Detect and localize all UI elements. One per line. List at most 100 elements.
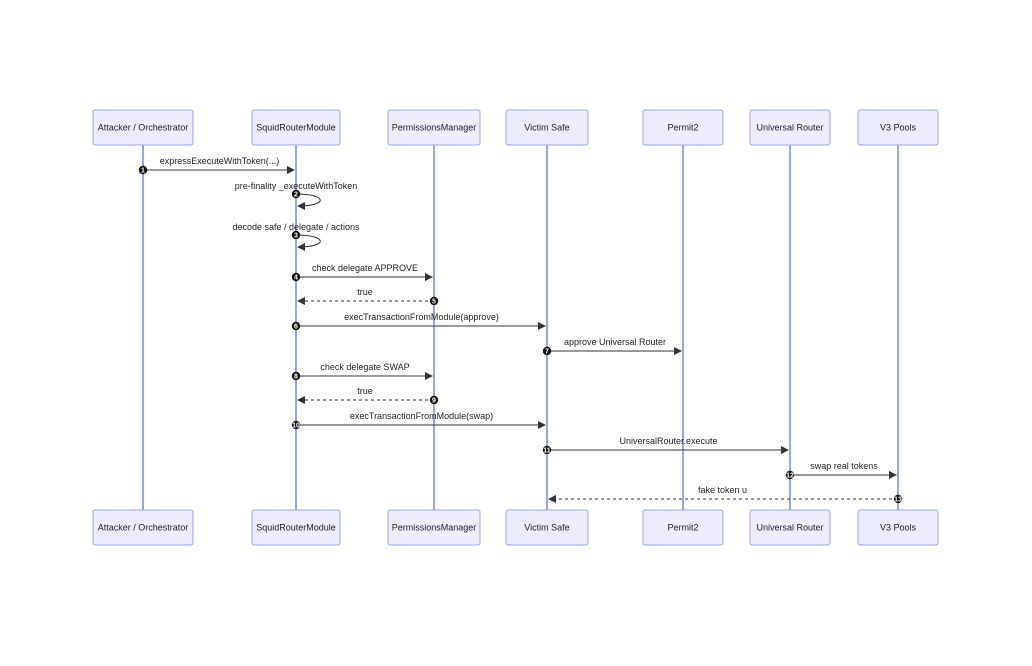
message-arrow — [295, 193, 321, 210]
actor-box — [857, 109, 939, 146]
sequence-number: 8 — [294, 374, 298, 381]
actor-box — [749, 109, 831, 146]
sequence-number-badge — [291, 321, 301, 331]
message-label: swap real tokens — [810, 461, 878, 471]
actor-label: Attacker / Orchestrator — [98, 523, 189, 533]
actor-attacker-bottom: Attacker / Orchestrator — [92, 509, 194, 546]
actor-box — [251, 509, 341, 546]
message-label: execTransactionFromModule(swap) — [350, 411, 493, 421]
actor-label: Victim Safe — [524, 523, 569, 533]
actor-pools-bottom: V3 Pools — [857, 509, 939, 546]
sequence-number: 1 — [141, 168, 145, 175]
actor-safe-top: Victim Safe — [505, 109, 589, 146]
message-label: check delegate SWAP — [320, 362, 409, 372]
actors-bottom: Attacker / Orchestrator SquidRouterModule… — [92, 509, 939, 546]
actor-label: V3 Pools — [880, 523, 917, 533]
sequence-number-badge — [291, 230, 301, 240]
message-1: expressExecuteWithToken(...) 1 — [138, 156, 295, 175]
message-13: fake token u 13 — [548, 485, 903, 504]
message-9: true 9 — [297, 386, 439, 405]
actor-label: SquidRouterModule — [256, 523, 336, 533]
sequence-number-badge — [291, 189, 301, 199]
actor-squid-top: SquidRouterModule — [251, 109, 341, 146]
message-label: expressExecuteWithToken(...) — [160, 156, 280, 166]
sequence-number-badge — [893, 494, 903, 504]
message-label: check delegate APPROVE — [312, 263, 418, 273]
sequence-number: 9 — [432, 398, 436, 405]
message-8: check delegate SWAP 8 — [291, 362, 433, 381]
actor-box — [92, 109, 194, 146]
lifelines — [142, 145, 899, 510]
actor-safe-bottom: Victim Safe — [505, 509, 589, 546]
sequence-number: 12 — [786, 473, 794, 480]
sequence-number: 10 — [292, 423, 300, 430]
actor-box — [92, 509, 194, 546]
sequence-number: 5 — [432, 299, 436, 306]
actor-permit2-bottom: Permit2 — [642, 509, 724, 546]
sequence-number-badge — [291, 272, 301, 282]
message-label: decode safe / delegate / actions — [232, 222, 360, 232]
sequence-number: 13 — [894, 497, 902, 504]
messages: expressExecuteWithToken(...) 1 pre-finalit… — [138, 156, 903, 504]
sequence-number-badge — [138, 165, 148, 175]
message-5: true 5 — [297, 287, 439, 306]
sequence-number-badge — [429, 296, 439, 306]
sequence-number-badge — [291, 420, 301, 430]
actor-label: Universal Router — [756, 523, 823, 533]
message-6: execTransactionFromModule(approve) 6 — [291, 312, 546, 331]
actor-box — [387, 509, 481, 546]
actor-permit2-top: Permit2 — [642, 109, 724, 146]
actor-label: Permit2 — [667, 123, 698, 133]
message-12: swap real tokens 12 — [785, 461, 897, 480]
actor-box — [251, 109, 341, 146]
actors-top: Attacker / Orchestrator SquidRouterModule… — [92, 109, 939, 146]
actor-squid-bottom: SquidRouterModule — [251, 509, 341, 546]
sequence-number: 11 — [543, 448, 551, 455]
actor-box — [387, 109, 481, 146]
actor-pools-top: V3 Pools — [857, 109, 939, 146]
sequence-number: 2 — [294, 192, 298, 199]
message-11: UniversalRouter.execute 11 — [542, 436, 789, 455]
sequence-number: 7 — [545, 349, 549, 356]
sequence-number: 3 — [294, 233, 298, 240]
message-label: approve Universal Router — [564, 337, 666, 347]
actor-router-bottom: Universal Router — [749, 509, 831, 546]
actor-attacker-top: Attacker / Orchestrator — [92, 109, 194, 146]
message-7: approve Universal Router 7 — [542, 337, 682, 356]
actor-perm-bottom: PermissionsManager — [387, 509, 481, 546]
message-label: true — [357, 386, 373, 396]
sequence-number: 4 — [294, 275, 298, 282]
message-label: pre-finality _executeWithToken — [235, 181, 358, 191]
actor-perm-top: PermissionsManager — [387, 109, 481, 146]
message-10: execTransactionFromModule(swap) 10 — [291, 411, 546, 430]
actor-box — [642, 109, 724, 146]
actor-box — [749, 509, 831, 546]
sequence-number-badge — [785, 470, 795, 480]
message-4: check delegate APPROVE 4 — [291, 263, 433, 282]
message-arrow — [295, 234, 321, 251]
actor-label: Victim Safe — [524, 123, 569, 133]
message-label: execTransactionFromModule(approve) — [344, 312, 499, 322]
actor-label: SquidRouterModule — [256, 123, 336, 133]
actor-label: PermissionsManager — [392, 123, 477, 133]
actor-label: PermissionsManager — [392, 523, 477, 533]
actor-router-top: Universal Router — [749, 109, 831, 146]
sequence-number-badge — [542, 346, 552, 356]
message-label: fake token u — [698, 485, 747, 495]
actor-box — [505, 509, 589, 546]
sequence-number-badge — [542, 445, 552, 455]
message-label: UniversalRouter.execute — [619, 436, 717, 446]
actor-label: Attacker / Orchestrator — [98, 123, 189, 133]
actor-label: V3 Pools — [880, 123, 917, 133]
sequence-number-badge — [429, 395, 439, 405]
actor-label: Permit2 — [667, 523, 698, 533]
sequence-number-badge — [291, 371, 301, 381]
actor-box — [505, 109, 589, 146]
actor-box — [857, 509, 939, 546]
message-label: true — [357, 287, 373, 297]
actor-label: Universal Router — [756, 123, 823, 133]
sequence-number: 6 — [294, 324, 298, 331]
